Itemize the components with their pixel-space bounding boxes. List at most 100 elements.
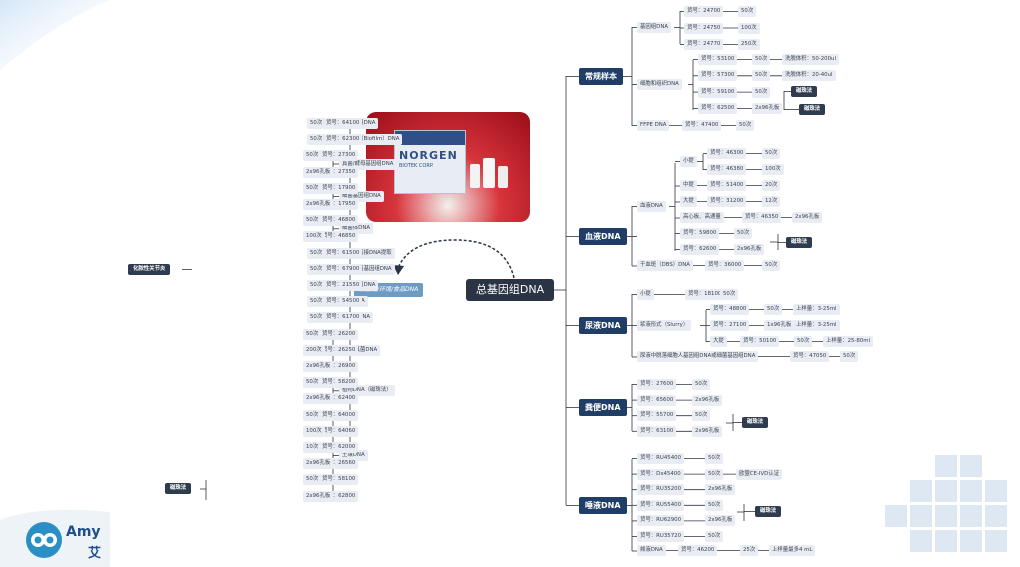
background-swoosh [0, 0, 110, 567]
pill: 上样量：3-25ml [793, 320, 840, 331]
pill: 12次 [762, 196, 781, 207]
left-group-label: 生物膜（Biofilm）DNA [339, 134, 403, 146]
pill: 货号：59800 [680, 228, 720, 239]
center-node: 总基因组DNA [466, 279, 554, 301]
left-code: 货号：54500 [323, 296, 363, 308]
pill: 上样量最多4 mL [769, 545, 816, 556]
left-spec: 50次 [307, 134, 326, 146]
watermark-tiles [885, 455, 1007, 552]
blood-small: 小提 [680, 156, 697, 167]
pill: 50次 [762, 260, 781, 271]
left-group-label: 细菌基因组DNA [339, 190, 384, 202]
left-code: 货号：62300 [323, 134, 363, 146]
saliva-magnetic: 磁珠法 [755, 506, 782, 517]
left-code: 货号：26200 [319, 328, 359, 340]
pill: 货号：48800 [710, 304, 750, 315]
pill: 2x96孔板 [792, 212, 823, 223]
left-spec: 50次 [303, 328, 322, 340]
pill: 货号：27600 [637, 379, 677, 390]
pill: 货号：RU62900 [637, 515, 685, 527]
left-spec: 50次 [307, 118, 326, 129]
blood-label: 血液DNA [637, 201, 666, 212]
left-spec: 2x96孔板 [303, 361, 334, 372]
left-code: 货号：46800 [319, 215, 359, 227]
pill: 洗脱体积：50-200ul [782, 54, 839, 65]
pill: 大提 [680, 196, 697, 207]
left-code: 货号：62400 [319, 393, 359, 405]
urine-slurry: 浆液形式（Slurry） [637, 320, 692, 331]
pill: 50次 [720, 289, 739, 300]
left-spec: 50次 [307, 247, 326, 259]
left-spec: 50次 [307, 280, 326, 291]
left-code: 货号：62800 [319, 490, 359, 502]
category-routine: 常规样本 [579, 68, 623, 85]
pill: 尿液中脱落细胞人基因组DNA或细菌基因组DNA [637, 351, 759, 362]
left-spec: 50次 [307, 263, 326, 275]
pill: 货号：24770 [684, 39, 724, 50]
dashed-arrow-head [393, 265, 404, 275]
product-sub: BIOTEK CORP. [399, 163, 434, 169]
left-spec: 10次 [303, 442, 322, 453]
left-spec: 50次 [303, 377, 322, 389]
left-spec: 100次 [303, 425, 325, 437]
category-urine: 尿液DNA [579, 317, 627, 334]
pill: 货号：50100 [740, 336, 780, 347]
pill: 2x96孔板 [692, 394, 723, 406]
left-spec: 2x96孔板 [303, 199, 334, 210]
left-group-label: 细菌的直接DNA提取 [339, 247, 395, 259]
pill: 50次 [692, 379, 711, 390]
saliva-ce: 欧盟CE-IVD认证 [736, 468, 783, 480]
pill: 50次 [705, 453, 724, 464]
pill: 50次 [762, 148, 781, 159]
pill: 50次 [736, 120, 755, 131]
pill: 中提 [680, 180, 697, 191]
logo-mark-icon [26, 522, 62, 558]
stool-magnetic: 磁珠法 [742, 417, 769, 428]
left-code: 货号：46850 [319, 231, 359, 243]
pill: 50次 [752, 86, 771, 98]
note-magnetic-left: 磁珠法 [165, 483, 192, 494]
pill: 货号：63100 [637, 425, 677, 437]
left-code: 货号：26250 [319, 344, 359, 356]
left-spec: 50次 [307, 312, 326, 324]
pill: 货号：55700 [637, 410, 677, 422]
left-spec: 200次 [303, 344, 325, 356]
pill: 货号：51400 [707, 180, 747, 191]
pill: 上样量：25-80ml [823, 336, 873, 347]
pill: 货号：65600 [637, 394, 677, 406]
category-blood: 血液DNA [579, 228, 627, 245]
product-tubes [470, 156, 510, 190]
left-spec: 50次 [303, 182, 322, 194]
pill: 50次 [738, 6, 757, 17]
pill: 货号：18100 [685, 289, 725, 300]
company-logo: Amy 艾 [24, 520, 114, 564]
pill: 50次 [705, 531, 724, 542]
left-code: 货号：67900 [323, 263, 363, 275]
left-group-label: 植物/真菌DNA [339, 344, 381, 356]
logo-text: Amy [66, 524, 101, 540]
left-code: 货号：21550 [323, 280, 363, 291]
pill: 2x96孔板 [734, 244, 765, 255]
pill: 货号：57300 [698, 70, 738, 82]
left-code: 货号：26900 [319, 361, 359, 372]
pill: 100次 [762, 164, 784, 175]
pill: 货号：RU35200 [637, 484, 685, 496]
left-code: 货号：17900 [319, 182, 359, 194]
pill: 洗脱体积：20-40ul [782, 70, 836, 82]
pill: FFPE DNA [637, 120, 670, 131]
left-spec: 2x96孔板 [303, 458, 334, 470]
left-group-label: 潜道细菌基因组DNA [339, 263, 395, 275]
pill: 货号：46300 [707, 148, 747, 159]
left-code: 货号：26560 [319, 458, 359, 470]
left-code: 货号：61700 [323, 312, 363, 324]
pill: 2x96孔板 [752, 102, 783, 114]
pill: 货号：27100 [710, 320, 750, 331]
product-box: NORGEN BIOTEK CORP. [394, 130, 466, 194]
pill: 高心板、高通量 [680, 212, 724, 223]
left-code: 货号：64060 [319, 425, 359, 437]
left-spec: 50次 [303, 409, 322, 421]
left-group-label: 土壤DNA [339, 450, 368, 462]
pill: 货号：46380 [707, 164, 747, 175]
left-code: 货号：64000 [319, 409, 359, 421]
pill: 货号：53100 [698, 54, 738, 65]
